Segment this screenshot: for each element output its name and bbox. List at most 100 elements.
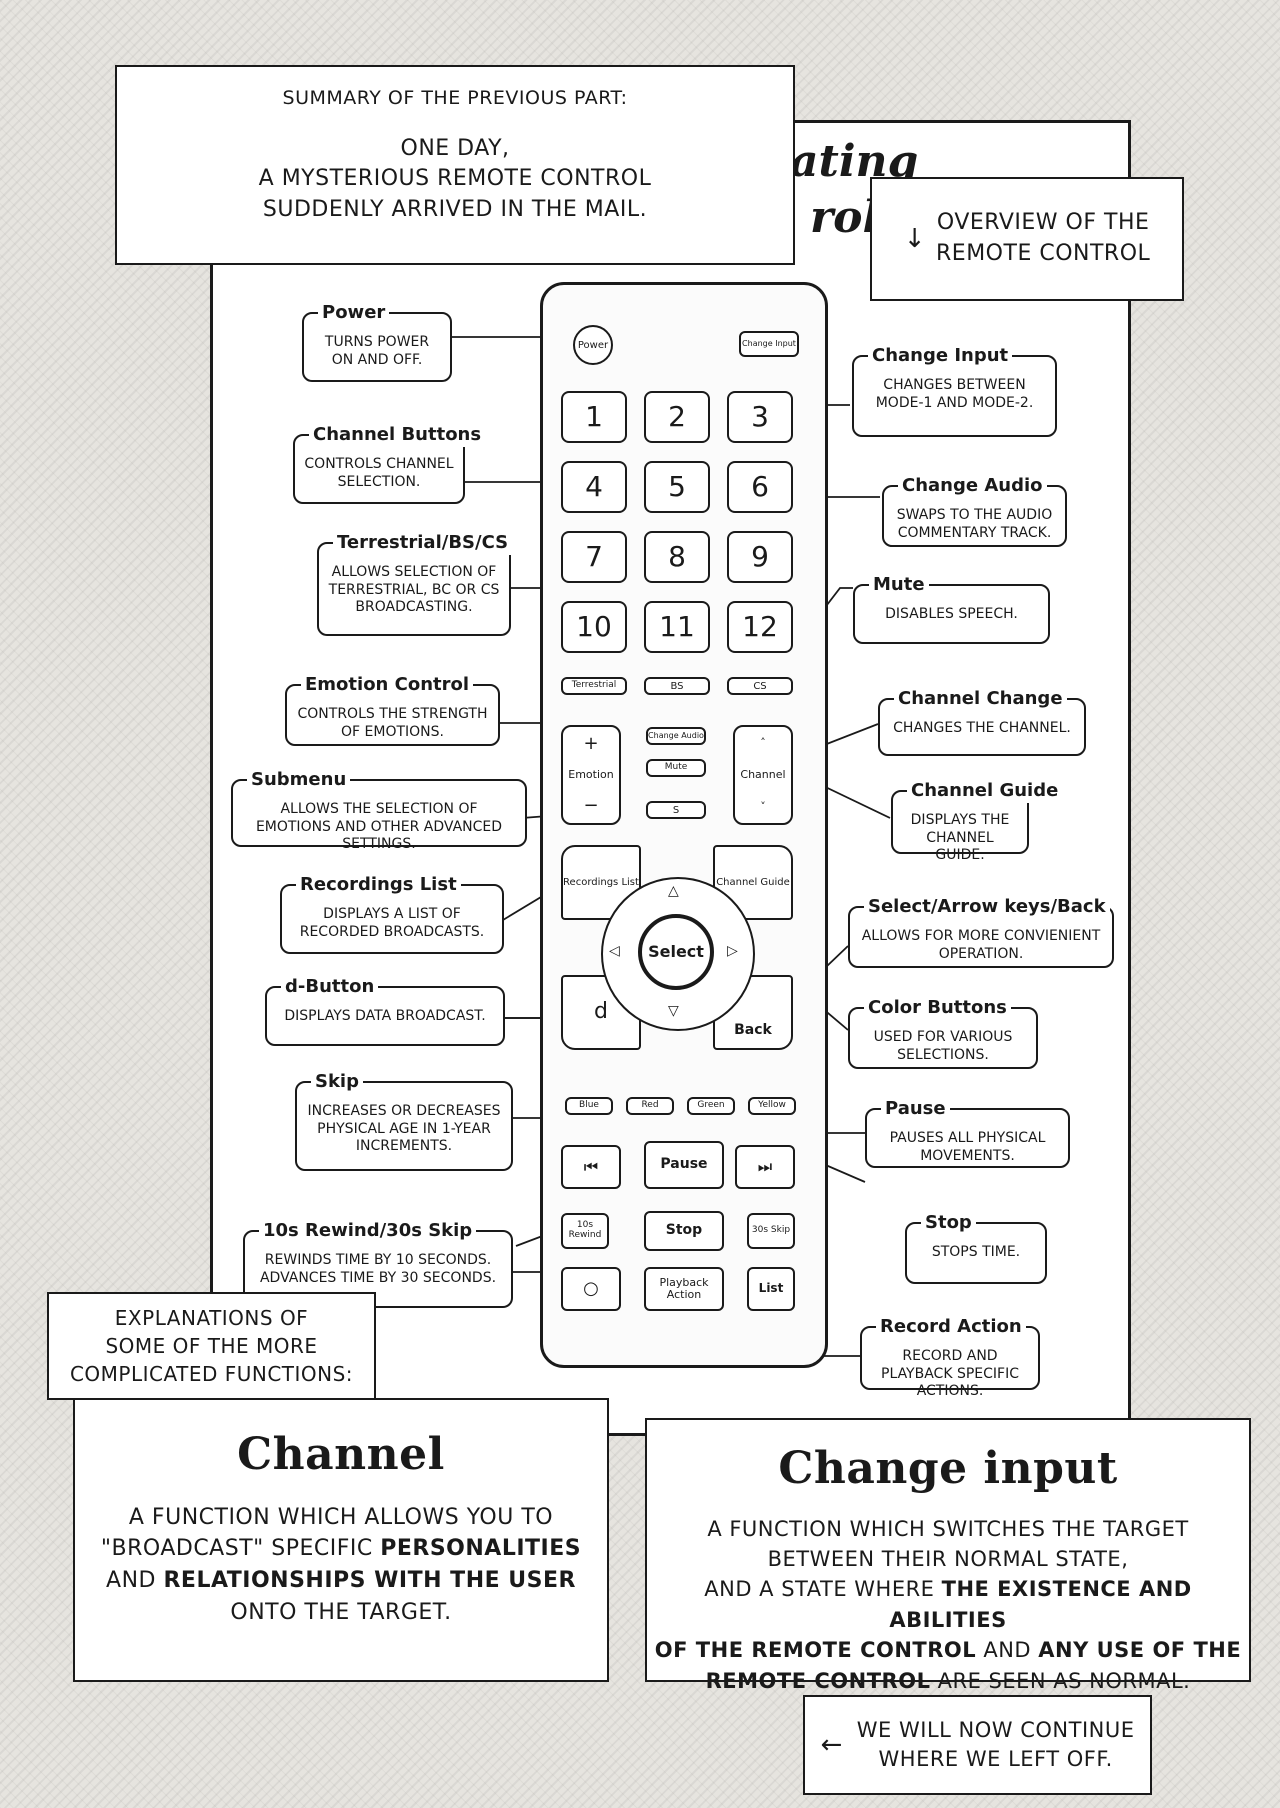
left-arrow-icon: ← <box>820 1729 843 1760</box>
callout-terrestrial-text: ALLOWS SELECTION OF TERRESTRIAL, BC OR C… <box>328 564 500 615</box>
callout-pause-text: PAUSES ALL PHYSICAL MOVEMENTS. <box>889 1130 1046 1164</box>
callout-power-title: Power <box>318 302 390 325</box>
explanations-line-2: SOME OF THE MORE <box>105 1334 318 1358</box>
channel-down-icon: ˅ <box>760 799 766 813</box>
callout-dbutton-title: d-Button <box>281 976 379 999</box>
number-button-8[interactable]: 8 <box>644 531 710 583</box>
green-button[interactable]: Green <box>687 1097 735 1115</box>
mute-button[interactable]: Mute <box>646 759 706 777</box>
red-button[interactable]: Red <box>626 1097 674 1115</box>
callout-emotion-text: CONTROLS THE STRENGTH OF EMOTIONS. <box>297 706 488 740</box>
number-button-11[interactable]: 11 <box>644 601 710 653</box>
callout-power: Power TURNS POWER ON AND OFF. <box>302 302 452 382</box>
number-button-7[interactable]: 7 <box>561 531 627 583</box>
callout-rewind-title: 10s Rewind/30s Skip <box>259 1220 477 1243</box>
number-button-10[interactable]: 10 <box>561 601 627 653</box>
stop-button[interactable]: Stop <box>644 1211 724 1251</box>
arrow-right-icon[interactable]: ▷ <box>727 943 738 959</box>
callout-select-title: Select/Arrow keys/Back <box>864 896 1110 919</box>
arrow-ring[interactable] <box>601 877 755 1031</box>
title-fragment-bottom: rol <box>810 192 880 243</box>
change-audio-button[interactable]: Change Audio <box>646 727 706 745</box>
minus-icon: − <box>583 794 599 816</box>
change-input-text-4c: ANY USE OF THE <box>1038 1638 1242 1663</box>
channel-text-3a: AND <box>106 1568 164 1594</box>
callout-dbutton: d-Button DISPLAYS DATA BROADCAST. <box>265 976 505 1046</box>
number-button-12[interactable]: 12 <box>727 601 793 653</box>
callout-color: Color Buttons USED FOR VARIOUS SELECTION… <box>848 997 1038 1069</box>
change-input-text-3a: AND A STATE WHERE <box>704 1577 942 1602</box>
callout-terrestrial-title: Terrestrial/BS/CS <box>333 532 513 555</box>
callout-record: Record Action RECORD AND PLAYBACK SPECIF… <box>860 1316 1040 1399</box>
arrow-left-icon[interactable]: ◁ <box>609 943 620 959</box>
change-input-text-4a: OF THE REMOTE CONTROL <box>654 1638 977 1663</box>
emotion-label: Emotion <box>568 767 614 781</box>
change-input-title: Change input <box>778 1443 1118 1494</box>
channel-explanation-panel: Channel A FUNCTION WHICH ALLOWS YOU TO "… <box>73 1398 609 1682</box>
explanations-line-3: COMPLICATED FUNCTIONS: <box>69 1362 354 1386</box>
summary-box: SUMMARY OF THE PREVIOUS PART: ONE DAY, A… <box>115 65 795 265</box>
callout-change-audio-title: Change Audio <box>898 475 1047 498</box>
number-button-1[interactable]: 1 <box>561 391 627 443</box>
channel-rocker[interactable]: ˄ Channel ˅ <box>733 725 793 825</box>
callout-stop: Stop STOPS TIME. <box>905 1212 1047 1284</box>
summary-line-3: SUDDENLY ARRIVED IN THE MAIL. <box>262 197 648 223</box>
pause-button[interactable]: Pause <box>644 1141 724 1189</box>
list-button[interactable]: List <box>747 1267 795 1311</box>
arrow-up-icon[interactable]: △ <box>668 883 679 899</box>
down-arrow-icon: ↓ <box>903 223 927 254</box>
callout-channel-change: Channel Change CHANGES THE CHANNEL. <box>878 688 1086 756</box>
yellow-button[interactable]: Yellow <box>748 1097 796 1115</box>
channel-text-3b: RELATIONSHIPS WITH THE USER <box>163 1568 576 1594</box>
terrestrial-button[interactable]: Terrestrial <box>561 677 627 695</box>
power-button[interactable]: Power <box>573 325 613 365</box>
callout-emotion: Emotion Control CONTROLS THE STRENGTH OF… <box>285 674 500 746</box>
callout-select: Select/Arrow keys/Back ALLOWS FOR MORE C… <box>848 896 1114 968</box>
playback-action-button[interactable]: Playback Action <box>644 1267 724 1311</box>
callout-channel-buttons: Channel Buttons CONTROLS CHANNEL SELECTI… <box>293 424 486 504</box>
emotion-rocker[interactable]: + Emotion − <box>561 725 621 825</box>
plus-icon: + <box>583 733 599 755</box>
callout-skip-text: INCREASES OR DECREASES PHYSICAL AGE IN 1… <box>307 1103 501 1154</box>
channel-text-2a: "BROADCAST" SPECIFIC <box>100 1536 381 1562</box>
change-input-text-5a: REMOTE CONTROL <box>705 1668 931 1693</box>
explanations-line-1: EXPLANATIONS OF <box>114 1306 309 1330</box>
callout-mute: Mute DISABLES SPEECH. <box>853 574 1050 644</box>
skip-back-button[interactable]: ⏮ <box>561 1145 621 1189</box>
title-fragment-top: ating <box>790 136 919 187</box>
cs-button[interactable]: CS <box>727 677 793 695</box>
overview-line-2: REMOTE CONTROL <box>936 241 1151 266</box>
skip-forward-button[interactable]: ⏭ <box>735 1145 795 1189</box>
number-button-6[interactable]: 6 <box>727 461 793 513</box>
number-button-5[interactable]: 5 <box>644 461 710 513</box>
callout-rewind: 10s Rewind/30s Skip REWINDS TIME BY 10 S… <box>243 1220 513 1308</box>
number-button-4[interactable]: 4 <box>561 461 627 513</box>
channel-label: Channel <box>740 767 786 781</box>
number-button-2[interactable]: 2 <box>644 391 710 443</box>
number-button-3[interactable]: 3 <box>727 391 793 443</box>
change-input-text-5b: ARE SEEN AS NORMAL. <box>930 1668 1191 1693</box>
callout-change-audio-text: SWAPS TO THE AUDIO COMMENTARY TRACK. <box>896 507 1053 541</box>
select-button[interactable]: Select <box>638 914 714 990</box>
continue-box: ← WE WILL NOW CONTINUE WHERE WE LEFT OFF. <box>803 1695 1152 1795</box>
callout-change-audio: Change Audio SWAPS TO THE AUDIO COMMENTA… <box>882 475 1067 547</box>
continue-line-1: WE WILL NOW CONTINUE <box>856 1717 1135 1742</box>
title-fragment: ating rol <box>790 140 918 240</box>
callout-submenu-title: Submenu <box>247 769 351 792</box>
change-input-text-1: A FUNCTION WHICH SWITCHES THE TARGET <box>707 1516 1189 1541</box>
callout-power-text: TURNS POWER ON AND OFF. <box>324 334 430 368</box>
arrow-down-icon[interactable]: ▽ <box>668 1003 679 1019</box>
channel-title: Channel <box>237 1429 445 1480</box>
change-input-button[interactable]: Change Input <box>739 331 799 357</box>
skip-30s-button[interactable]: 30s Skip <box>747 1213 795 1249</box>
submenu-button[interactable]: S <box>646 801 706 819</box>
blue-button[interactable]: Blue <box>565 1097 613 1115</box>
number-button-9[interactable]: 9 <box>727 531 793 583</box>
record-circle-button[interactable]: ○ <box>561 1267 621 1311</box>
rewind-10s-button[interactable]: 10s Rewind <box>561 1213 609 1249</box>
change-input-explanation-panel: Change input A FUNCTION WHICH SWITCHES T… <box>645 1418 1251 1693</box>
callout-channel-guide-text: DISPLAYS THE CHANNEL GUIDE. <box>910 812 1010 863</box>
continue-line-2: WHERE WE LEFT OFF. <box>878 1747 1113 1771</box>
bs-button[interactable]: BS <box>644 677 710 695</box>
